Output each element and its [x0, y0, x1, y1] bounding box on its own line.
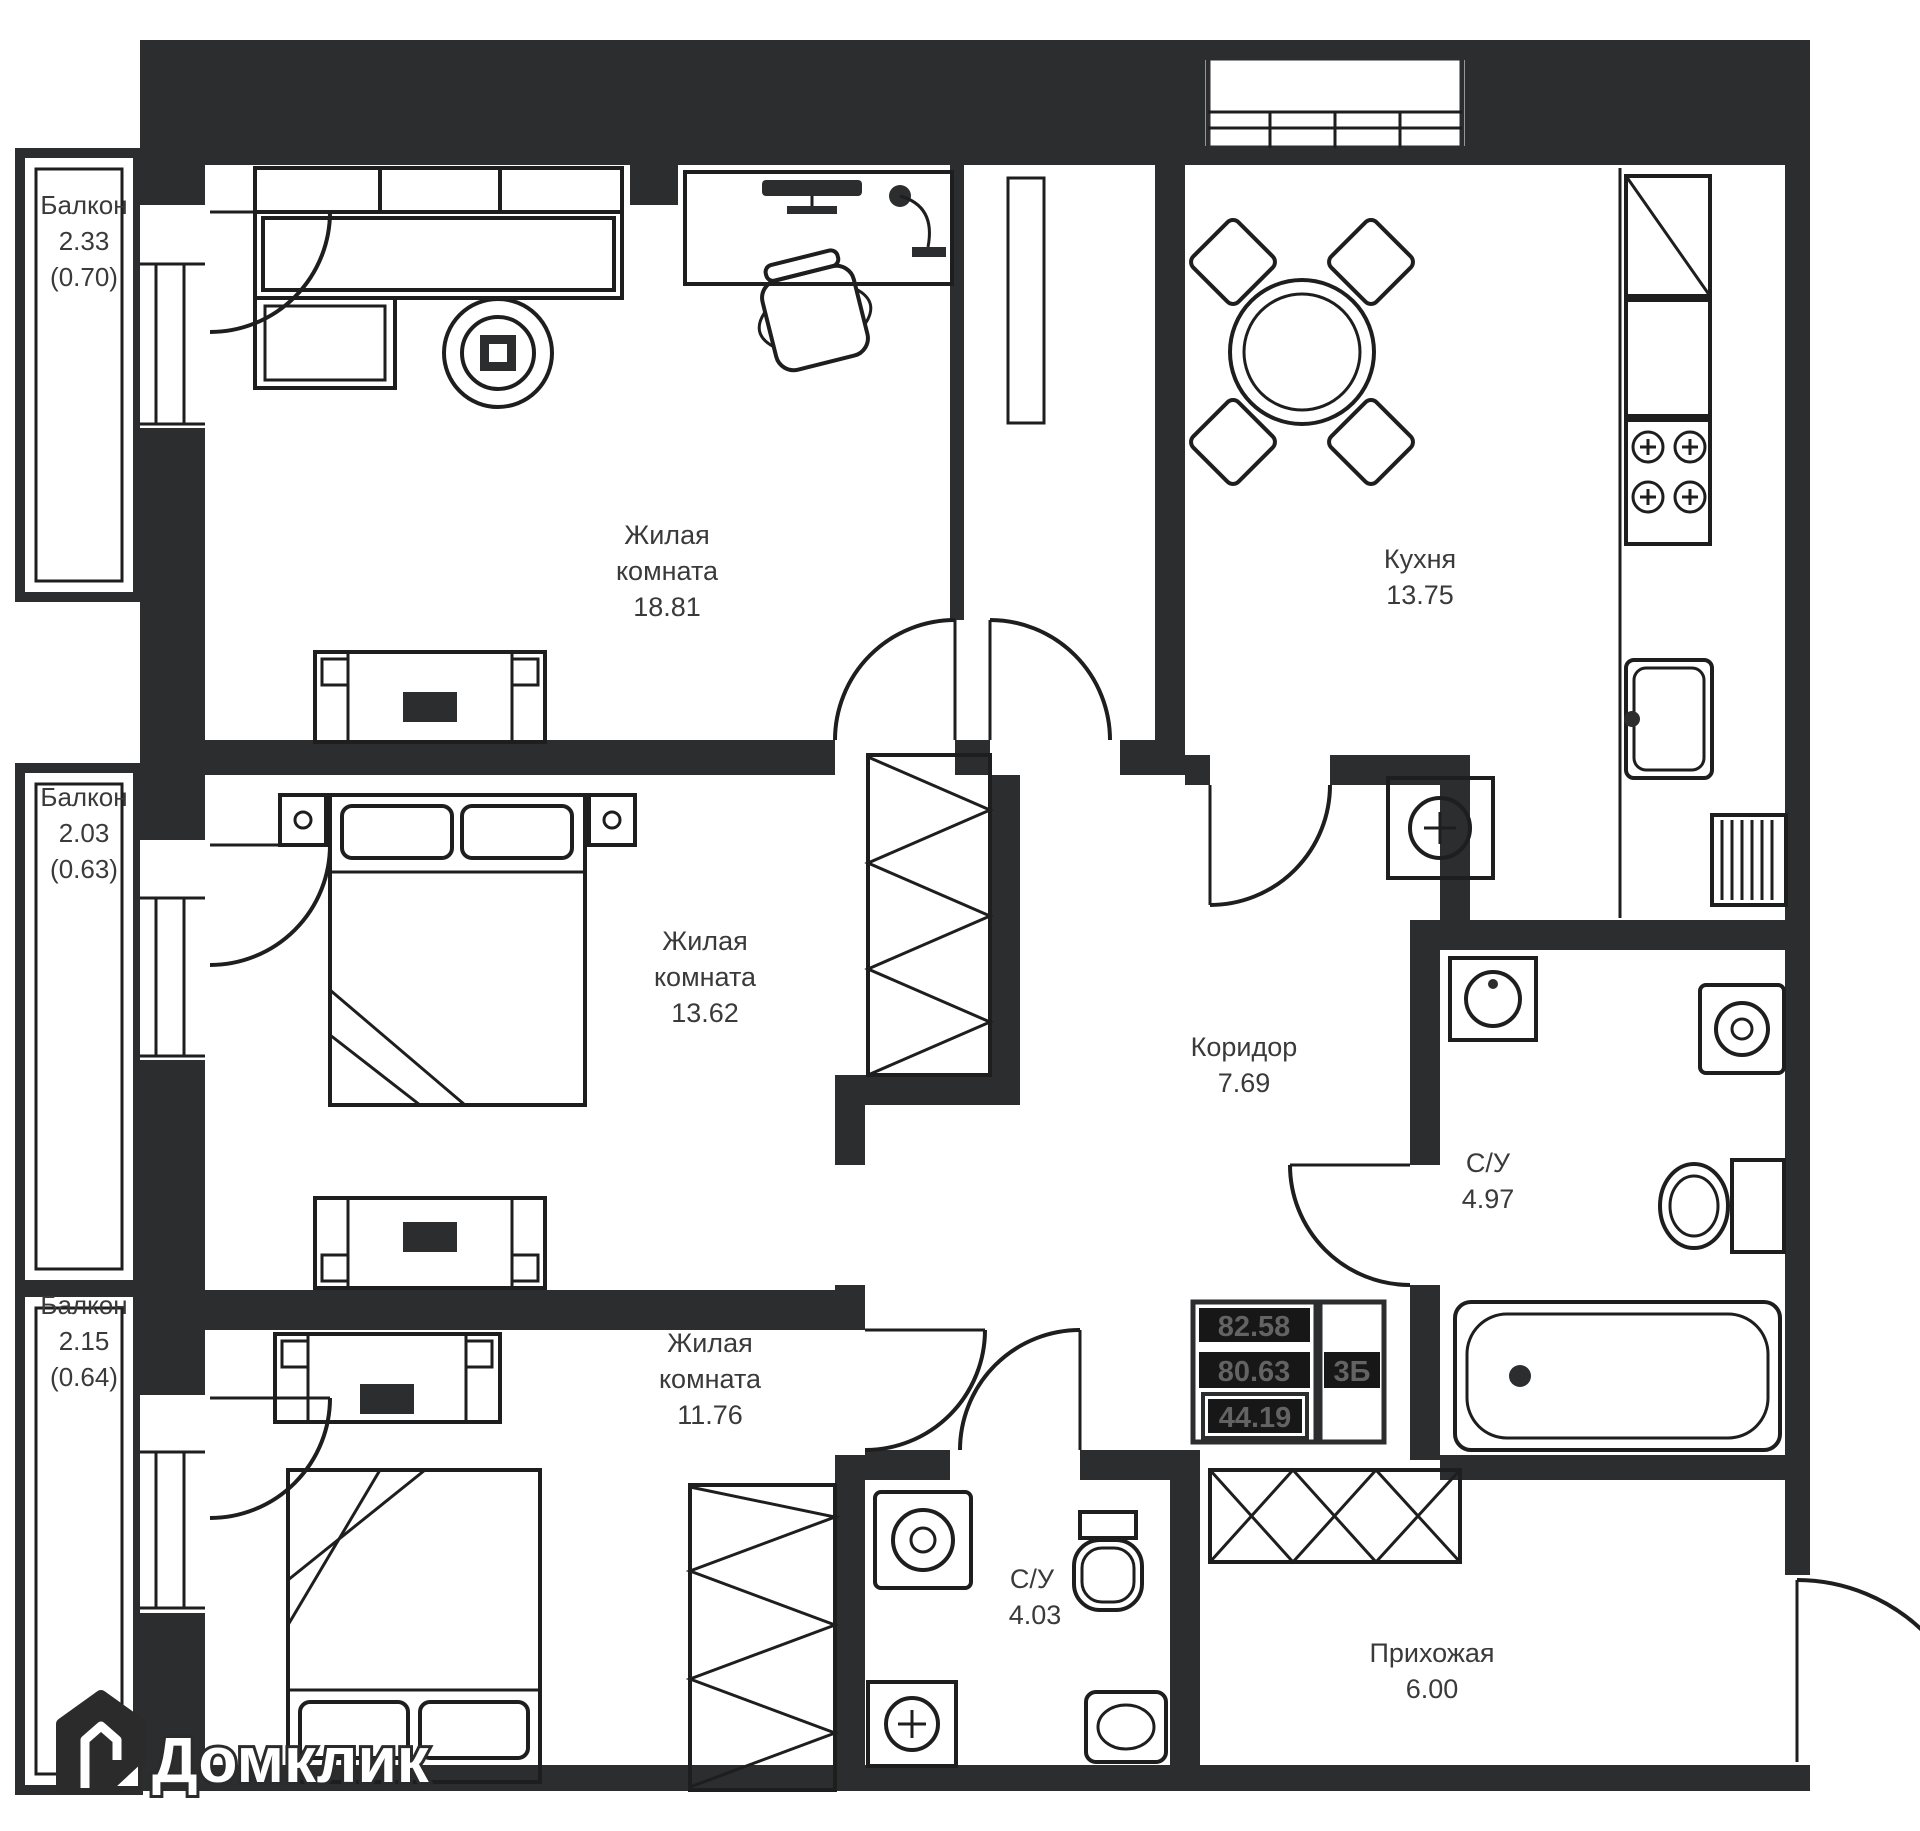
vent-shaft	[1205, 55, 1465, 151]
balcony-3-area: 2.15	[59, 1326, 110, 1356]
balcony-2-area: 2.03	[59, 818, 110, 848]
bidet	[1084, 1690, 1168, 1764]
window-balcony-3	[140, 1395, 205, 1613]
ceiling-light	[442, 297, 554, 409]
office-chair	[757, 248, 873, 373]
balcony-2-coef: (0.63)	[50, 854, 118, 884]
shoe-cabinet	[1208, 1467, 1462, 1565]
dining-table	[1189, 218, 1415, 486]
room-corridor-area: 7.69	[1218, 1068, 1271, 1098]
vent-grille	[1710, 813, 1788, 907]
room-bath-1-area: 4.97	[1462, 1184, 1515, 1214]
door-arcs	[209, 210, 1920, 1762]
room-corridor-label: Коридор 7.69	[1191, 1032, 1298, 1098]
room-corridor-name: Коридор	[1191, 1032, 1298, 1062]
room-bath-2-label: С/У 4.03	[1009, 1564, 1062, 1630]
room-living-1-name-line2: комната	[616, 556, 719, 586]
room-living-3-area: 11.76	[677, 1400, 743, 1430]
room-living-3-name-line1: Жилая	[667, 1328, 752, 1358]
washing-machine-2	[873, 1490, 973, 1590]
room-living-1-name-line1: Жилая	[624, 520, 709, 550]
room-living-2-name-line2: комната	[654, 962, 757, 992]
balcony-1: Балкон 2.33 (0.70)	[15, 148, 143, 602]
kitchen-counter	[1618, 168, 1712, 918]
wardrobe	[864, 753, 994, 1077]
closet-shelf	[1006, 176, 1046, 425]
bathroom-sink-2	[866, 1680, 958, 1768]
room-living-2-label: Жилая комната 13.62	[654, 926, 757, 1028]
room-living-1-label: Жилая комната 18.81	[616, 520, 719, 622]
nightstand-right	[587, 793, 637, 847]
room-living-2-name-line1: Жилая	[662, 926, 747, 956]
room-living-1-area: 18.81	[633, 592, 701, 622]
stove	[1624, 418, 1712, 546]
domclick-wordmark: Домклик	[152, 1724, 430, 1796]
domclick-logo: Домклик	[56, 1690, 433, 1799]
room-living-2-area: 13.62	[671, 998, 739, 1028]
room-hallway-area: 6.00	[1406, 1674, 1459, 1704]
stamp-total-area: 82.58	[1218, 1311, 1291, 1343]
kitchen-sink	[1624, 658, 1714, 780]
room-bath-2-area: 4.03	[1009, 1600, 1062, 1630]
toilet	[1658, 1158, 1786, 1254]
bed	[286, 1468, 542, 1784]
room-kitchen-area: 13.75	[1386, 580, 1454, 610]
tv-stand-2	[313, 1196, 547, 1290]
walls	[140, 40, 1810, 1791]
window-balcony-2	[140, 840, 205, 1060]
bathroom-sink	[1448, 956, 1538, 1042]
kitchen-hob-unit	[1386, 776, 1495, 880]
tv-stand	[313, 650, 547, 744]
domclick-house-fold	[106, 1757, 142, 1790]
stamp-living-area: 44.19	[1219, 1402, 1292, 1434]
tv-stand-3	[273, 1332, 502, 1424]
window-balcony-1	[140, 205, 205, 428]
room-kitchen-label: Кухня 13.75	[1384, 544, 1456, 610]
balcony-1-name: Балкон	[40, 190, 127, 220]
domclick-house-inner	[80, 1721, 122, 1788]
toilet-2	[1072, 1510, 1144, 1612]
balcony-1-coef: (0.70)	[50, 262, 118, 292]
room-kitchen-name: Кухня	[1384, 544, 1456, 574]
wardrobe-2	[685, 1483, 841, 1792]
room-bath-1-name: С/У	[1466, 1148, 1511, 1178]
nightstand-left	[278, 793, 328, 847]
room-hallway-label: Прихожая 6.00	[1369, 1638, 1494, 1704]
stamp-flat-type: 3Б	[1334, 1356, 1371, 1388]
balcony-3-name: Балкон	[40, 1290, 127, 1320]
sofa	[253, 166, 624, 390]
room-hallway-name: Прихожая	[1369, 1638, 1494, 1668]
double-bed	[328, 793, 587, 1107]
room-living-3-name-line2: комната	[659, 1364, 762, 1394]
balcony-2-name: Балкон	[40, 782, 127, 812]
bathtub	[1453, 1300, 1782, 1452]
balcony-3-coef: (0.64)	[50, 1362, 118, 1392]
room-bath-1-label: С/У 4.97	[1462, 1148, 1515, 1214]
desk	[683, 170, 954, 286]
room-living-3-label: Жилая комната 11.76	[659, 1328, 762, 1430]
stamp-area-2: 80.63	[1218, 1356, 1291, 1388]
washing-machine	[1698, 983, 1786, 1075]
balcony-2: Балкон 2.03 (0.63)	[15, 763, 143, 1290]
balcony-1-area: 2.33	[59, 226, 110, 256]
area-stamp: 82.58 80.63 3Б 44.19	[1190, 1299, 1387, 1445]
room-bath-2-name: С/У	[1010, 1564, 1055, 1594]
